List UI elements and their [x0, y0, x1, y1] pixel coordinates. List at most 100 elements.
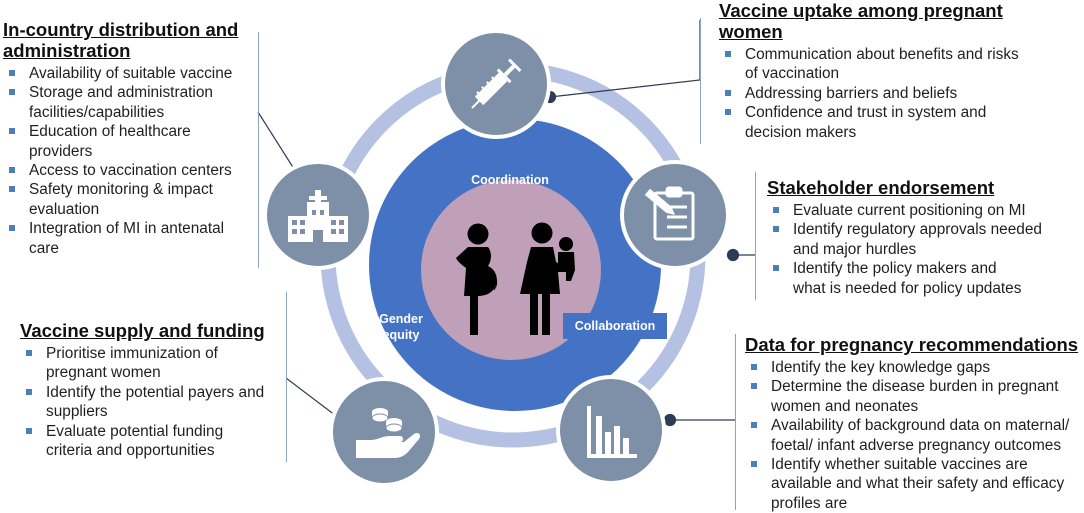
list-item-line: available and what their safety and effi…	[771, 475, 1065, 493]
clipboard-pencil-icon	[644, 186, 695, 241]
list-item: Addressing barriers and beliefs	[719, 84, 1081, 103]
bullet-marker	[26, 427, 32, 434]
list-item-line: Education of healthcare	[29, 123, 191, 141]
distribution-title-line2: administration	[3, 40, 131, 61]
list-item-line: Identify the policy makers and	[793, 260, 997, 278]
list-item-line: Addressing barriers and beliefs	[745, 84, 958, 102]
uptake-title: Vaccine uptake among pregnant women	[719, 0, 1081, 42]
supply-title: Vaccine supply and funding	[20, 320, 265, 341]
list-item-line: Availability of background data on mater…	[771, 417, 1070, 435]
list-item-line: facilities/capabilities	[29, 103, 165, 121]
uptake-panel-line	[700, 18, 701, 144]
list-item-line: what is needed for policy updates	[793, 279, 1022, 297]
hospital-icon	[288, 190, 348, 242]
list-item-line: decision makers	[745, 123, 857, 141]
data-panel: Data for pregnancy recommendations Ident…	[745, 334, 1083, 513]
list-item-line: profiles are	[771, 494, 848, 512]
list-item-line: Integration of MI in antenatal	[29, 220, 225, 238]
list-item-line: Availability of suitable vaccine	[29, 65, 233, 82]
connector-dot-data	[663, 413, 677, 427]
bullet-marker	[26, 388, 32, 395]
list-item: Prioritise immunization of pregnant women	[20, 344, 286, 383]
list-item: Access to vaccination centers	[3, 161, 258, 180]
collaboration-label: Collaboration	[563, 313, 667, 339]
bullet-marker	[751, 422, 757, 429]
list-item-line: Evaluate current positioning on MI	[793, 202, 1026, 219]
list-item-line: Storage and administration	[29, 84, 213, 102]
bullet-marker	[751, 461, 757, 468]
bullet-marker	[725, 109, 731, 116]
uptake-title-line2: women	[719, 21, 783, 42]
list-item-line: pregnant women	[46, 364, 161, 382]
supply-panel-line	[286, 292, 287, 462]
bullet-marker	[9, 70, 15, 76]
coordination-label: Coordination	[471, 173, 549, 187]
bullet-marker	[773, 207, 779, 213]
data-title: Data for pregnancy recommendations	[745, 334, 1079, 355]
list-item-line: providers	[29, 142, 93, 160]
list-item-line: Prioritise immunization of	[46, 345, 218, 362]
distribution-panel: In-country distribution and administrati…	[3, 19, 258, 258]
list-item: Determine the disease burden in pregnant…	[745, 377, 1083, 416]
bullet-marker	[773, 226, 779, 233]
supply-circle	[329, 377, 439, 487]
list-item-line: Identify the potential payers and	[46, 383, 265, 401]
distribution-panel-line	[258, 32, 259, 268]
supply-list: Prioritise immunization of pregnant women…	[20, 344, 286, 460]
bullet-marker	[9, 167, 15, 174]
list-item-line: foetal/ infant adverse pregnancy outcome…	[771, 436, 1062, 454]
list-item: Availability of background data on mater…	[745, 416, 1083, 455]
list-item: Evaluate potential funding criteria and o…	[20, 422, 286, 461]
list-item: Evaluate current positioning on MI	[767, 201, 1079, 220]
list-item-line: Identify whether suitable vaccines are	[771, 456, 1028, 474]
list-item-line: Identify the key knowledge gaps	[771, 359, 991, 376]
list-item-line: evaluation	[29, 200, 100, 218]
connector-dot-endorsement	[726, 248, 740, 262]
bullet-marker	[725, 51, 731, 57]
bullet-marker	[26, 350, 32, 356]
bullet-marker	[9, 89, 15, 96]
pink-center-circle	[421, 180, 601, 360]
uptake-title-line1: Vaccine uptake among pregnant	[719, 0, 1003, 21]
distribution-title-line1: In-country distribution and	[3, 19, 239, 40]
bullet-marker	[9, 128, 15, 135]
gender-equity-label: Gender equity	[370, 311, 432, 343]
uptake-panel: Vaccine uptake among pregnant women Comm…	[719, 0, 1081, 142]
list-item: Identify the potential payers and supplie…	[20, 383, 286, 422]
hand-with-coins-icon	[356, 408, 421, 458]
list-item-line: of vaccination	[745, 65, 840, 83]
bullet-marker	[9, 225, 15, 232]
list-item-line: Determine the disease burden in pregnant	[771, 378, 1059, 396]
list-item-line: Evaluate potential funding	[46, 422, 224, 440]
bullet-marker	[751, 364, 757, 370]
list-item-line: criteria and opportunities	[46, 442, 215, 460]
list-item: Availability of suitable vaccine	[3, 64, 258, 83]
list-item-line: and major hurdles	[793, 240, 917, 258]
list-item-line: suppliers	[46, 403, 108, 421]
data-circle	[556, 375, 666, 485]
list-item-line: care	[29, 239, 59, 257]
list-item-line: women and neonates	[771, 397, 919, 415]
endorsement-title: Stakeholder endorsement	[767, 177, 995, 198]
bullet-marker	[773, 265, 779, 272]
endorsement-panel: Stakeholder endorsement Evaluate current…	[767, 177, 1079, 298]
bullet-marker	[725, 89, 731, 96]
syringe-icon	[471, 58, 522, 109]
gender-equity-line1: Gender	[379, 312, 423, 326]
gender-equity-line2: equity	[382, 328, 420, 342]
list-item-line: Safety monitoring & impact	[29, 181, 213, 199]
list-item-line: Identify regulatory approvals needed	[793, 221, 1042, 239]
